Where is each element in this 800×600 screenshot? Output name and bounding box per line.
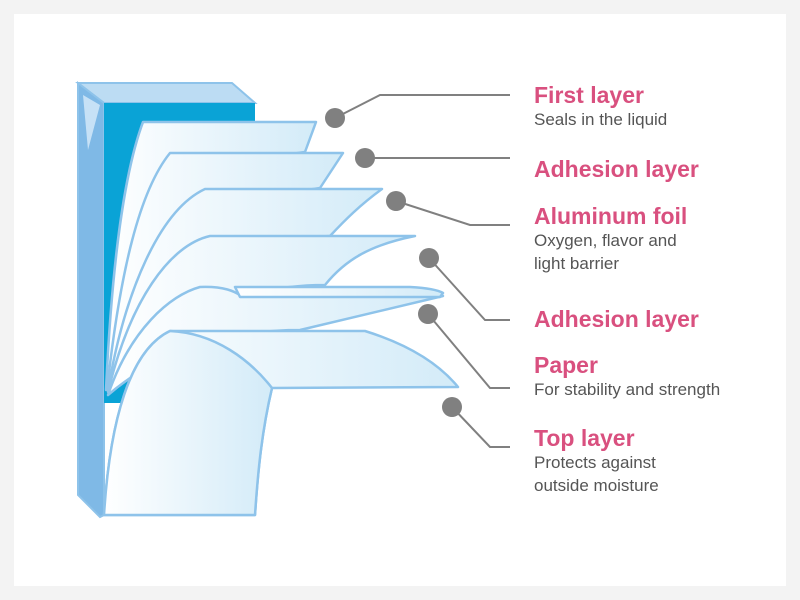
layer-title: Adhesion layer <box>534 156 699 182</box>
leader-lines <box>334 94 510 448</box>
layer-description: outside moisture <box>534 476 659 495</box>
sheet-top-layer-front <box>102 329 274 517</box>
dot-marker <box>386 191 406 211</box>
dot-marker <box>325 108 345 128</box>
layer-title: Paper <box>534 352 598 378</box>
dot-marker <box>442 397 462 417</box>
label-top-layer: Top layer Protects against outside moist… <box>534 425 659 497</box>
layer-title: Adhesion layer <box>534 306 699 332</box>
label-aluminum-foil: Aluminum foil Oxygen, flavor and light b… <box>534 203 687 275</box>
label-adhesion-layer-2: Adhesion layer <box>534 306 699 332</box>
layer-description: light barrier <box>534 254 620 273</box>
layer-title: Aluminum foil <box>534 203 688 229</box>
sheet-paper-thin <box>233 285 445 299</box>
layer-title: Top layer <box>534 425 635 451</box>
leader-dots <box>325 108 462 417</box>
layer-description: Oxygen, flavor and <box>534 231 677 250</box>
label-adhesion-layer-1: Adhesion layer <box>534 156 699 182</box>
dot-marker <box>418 304 438 324</box>
layer-description: Protects against <box>534 453 656 472</box>
layer-description: For stability and strength <box>534 380 721 399</box>
layer-title: First layer <box>534 82 644 108</box>
label-first-layer: First layer Seals in the liquid <box>534 82 667 131</box>
dot-marker <box>355 148 375 168</box>
dot-marker <box>419 248 439 268</box>
label-paper: Paper For stability and strength <box>534 352 720 401</box>
layer-description: Seals in the liquid <box>534 110 668 129</box>
